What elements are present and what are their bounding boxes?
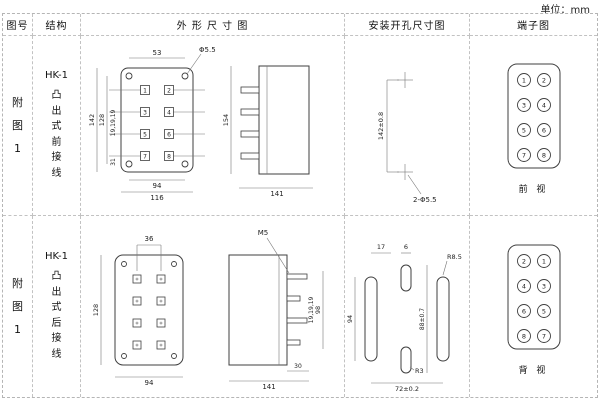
fig-cell-row2: 附图1 xyxy=(3,216,33,397)
header-structure: 结构 xyxy=(33,14,81,36)
terminal-number: 1 xyxy=(143,87,147,94)
outline-cell-row1: 1 2 3 4 5 6 7 8 53 Φ5.5 142 xyxy=(81,36,345,216)
view-caption: 背 视 xyxy=(518,366,549,376)
dimensions: 53 Φ5.5 142 128 19,19,19 31 94 116 xyxy=(88,46,216,202)
terminal-number: 5 xyxy=(541,307,545,315)
slots xyxy=(364,264,450,373)
terminal-number: 2 xyxy=(167,87,171,94)
spec-table: 图号 结构 外 形 尺 寸 图 安装开孔尺寸图 端子图 附图1 HK-1 凸出式… xyxy=(2,13,598,398)
terminal-number: 4 xyxy=(167,109,171,116)
drill-centers xyxy=(397,71,413,180)
mounting-hole-drawing: 142±0.8 2-Φ5.5 xyxy=(377,71,437,204)
dim-label: 6 xyxy=(404,243,408,251)
dim-label: 141 xyxy=(262,383,275,391)
fig-number: 附图1 xyxy=(12,276,23,337)
terminal-number: 7 xyxy=(143,153,147,160)
structure-desc: 凸出式前接线 xyxy=(51,90,62,179)
dim-label: 19,19,19 xyxy=(308,296,315,323)
dim-label: 30 xyxy=(294,363,302,370)
terminal-number: 7 xyxy=(521,151,525,159)
mounting-cell-row1: 142±0.8 2-Φ5.5 xyxy=(345,36,470,216)
header-mounting-dims: 安装开孔尺寸图 xyxy=(345,14,470,36)
dim-label: 141 xyxy=(270,190,283,198)
dim-label: 17 xyxy=(377,243,385,251)
terminal-number: 8 xyxy=(167,153,171,160)
dim-label: Φ5.5 xyxy=(199,46,216,54)
dim-label: 128 xyxy=(92,303,100,315)
model-label: HK-1 xyxy=(45,70,68,81)
structure-cell-row2: HK-1 凸出式后接线 xyxy=(33,216,81,397)
terminal-number: 1 xyxy=(521,76,525,84)
dimensions: 36 128 94 xyxy=(92,235,183,387)
terminal-number: 3 xyxy=(521,101,525,109)
header-fig-no: 图号 xyxy=(3,14,33,36)
header-terminal-diagram: 端子图 xyxy=(470,14,597,36)
terminal-diagram-front: 1 2 3 4 5 6 7 8 xyxy=(507,63,560,169)
outline-drawing-front-wiring: 1 2 3 4 5 6 7 8 53 Φ5.5 142 xyxy=(88,46,313,202)
model-label: HK-1 xyxy=(45,251,68,262)
dim-label: 19,19,19 xyxy=(110,109,117,136)
dim-label: R8.5 xyxy=(447,253,462,261)
terminal-number: 4 xyxy=(521,282,525,290)
dim-label: 88±0.7 xyxy=(419,307,426,329)
terminal-cell-row1: 1 2 3 4 5 6 7 8 前 视 xyxy=(470,36,597,216)
terminal-number: 4 xyxy=(541,101,545,109)
dim-label: 36 xyxy=(144,235,153,243)
side-view: 154 141 xyxy=(222,65,313,198)
dim-label: 94 xyxy=(152,182,161,190)
terminal-number: 6 xyxy=(541,126,545,134)
dim-label: R3 xyxy=(415,367,424,375)
side-view: M5 19,19,19 98 30 141 xyxy=(228,229,323,391)
header-outline-dims: 外 形 尺 寸 图 xyxy=(81,14,345,36)
terminal-number: 6 xyxy=(167,131,171,138)
fig-cell-row1: 附图1 xyxy=(3,36,33,216)
structure-cell-row1: HK-1 凸出式前接线 xyxy=(33,36,81,216)
terminal-number: 1 xyxy=(541,257,545,265)
terminal-number: 3 xyxy=(143,109,147,116)
terminal-number: 3 xyxy=(541,282,545,290)
view-caption: 前 视 xyxy=(518,185,549,195)
dim-label: 94 xyxy=(144,379,153,387)
rear-view xyxy=(114,254,183,365)
terminal-number: 5 xyxy=(521,126,525,134)
dim-label: 94 xyxy=(347,314,354,322)
structure-desc: 凸出式后接线 xyxy=(51,271,62,360)
dim-label: 128 xyxy=(98,113,106,125)
dim-label: 2-Φ5.5 xyxy=(413,196,437,204)
dim-label: 72±0.2 xyxy=(395,385,419,393)
dim-label: 53 xyxy=(152,49,161,57)
terminal-number: 8 xyxy=(521,332,525,340)
outline-cell-row2: 36 128 94 M5 19,19,19 xyxy=(81,216,345,397)
terminal-diagram-rear: 2 1 4 3 6 5 8 7 xyxy=(507,244,560,350)
unit-label: 单位：mm xyxy=(540,5,590,16)
outline-drawing-rear-wiring: 36 128 94 M5 19,19,19 xyxy=(92,229,323,391)
terminal-number: 2 xyxy=(541,76,545,84)
terminal-cell-row2: 2 1 4 3 6 5 8 7 背 视 xyxy=(470,216,597,397)
dim-label: 154 xyxy=(222,113,230,125)
fig-number: 附图1 xyxy=(12,95,23,156)
mounting-hole-drawing-rear: 17 6 R8.5 94 88±0.7 72±0.2 R3 xyxy=(347,243,462,393)
terminal-number: 5 xyxy=(143,131,147,138)
front-view: 1 2 3 4 5 6 7 8 xyxy=(108,67,205,172)
mounting-cell-row2: 17 6 R8.5 94 88±0.7 72±0.2 R3 xyxy=(345,216,470,397)
terminal-number: 7 xyxy=(541,332,545,340)
dim-label: M5 xyxy=(257,229,268,237)
dim-label: 31 xyxy=(110,158,117,166)
terminal-number: 2 xyxy=(521,257,525,265)
terminal-number: 6 xyxy=(521,307,525,315)
terminal-number: 8 xyxy=(541,151,545,159)
dim-label: 142±0.8 xyxy=(377,111,385,139)
dim-label: 142 xyxy=(88,113,96,125)
dim-label: 98 xyxy=(314,305,322,313)
dim-label: 116 xyxy=(150,194,164,202)
